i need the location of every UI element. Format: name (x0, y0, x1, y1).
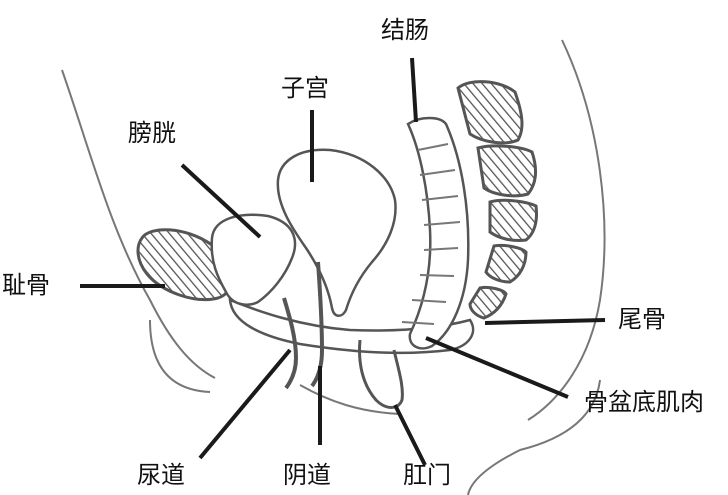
leader-coccyx (484, 318, 606, 325)
buttock-contour (299, 384, 401, 415)
vagina-channel (310, 261, 325, 388)
body-contour-left (61, 69, 216, 379)
label-urethra: 尿道 (137, 461, 185, 489)
pubic-bone (136, 228, 233, 302)
label-coccyx: 尾骨 (618, 305, 666, 333)
leader-pelvic-floor (425, 336, 569, 399)
label-anus: 肛门 (403, 461, 451, 489)
body-contour-front (149, 319, 211, 393)
leader-urethra (198, 348, 292, 460)
label-colon: 结肠 (381, 16, 429, 44)
colon-rugae (401, 143, 461, 325)
label-uterus: 子宫 (281, 74, 329, 102)
bladder (210, 213, 297, 306)
rectum (358, 339, 404, 409)
uterus (276, 148, 397, 317)
body-contour-back (527, 39, 606, 421)
urethra-channel (282, 297, 299, 390)
leg-contour (467, 379, 601, 495)
leader-colon (410, 57, 418, 123)
label-vagina: 阴道 (283, 461, 331, 489)
sacrum-coccyx (456, 80, 538, 320)
label-bladder: 膀胱 (128, 119, 176, 147)
label-pubic-bone: 耻骨 (2, 271, 50, 299)
leader-anus (393, 404, 427, 466)
leader-lines (80, 57, 606, 466)
colon (406, 116, 470, 350)
label-pelvic-floor-muscle: 骨盆底肌肉 (584, 388, 704, 416)
leader-bladder (180, 163, 262, 239)
